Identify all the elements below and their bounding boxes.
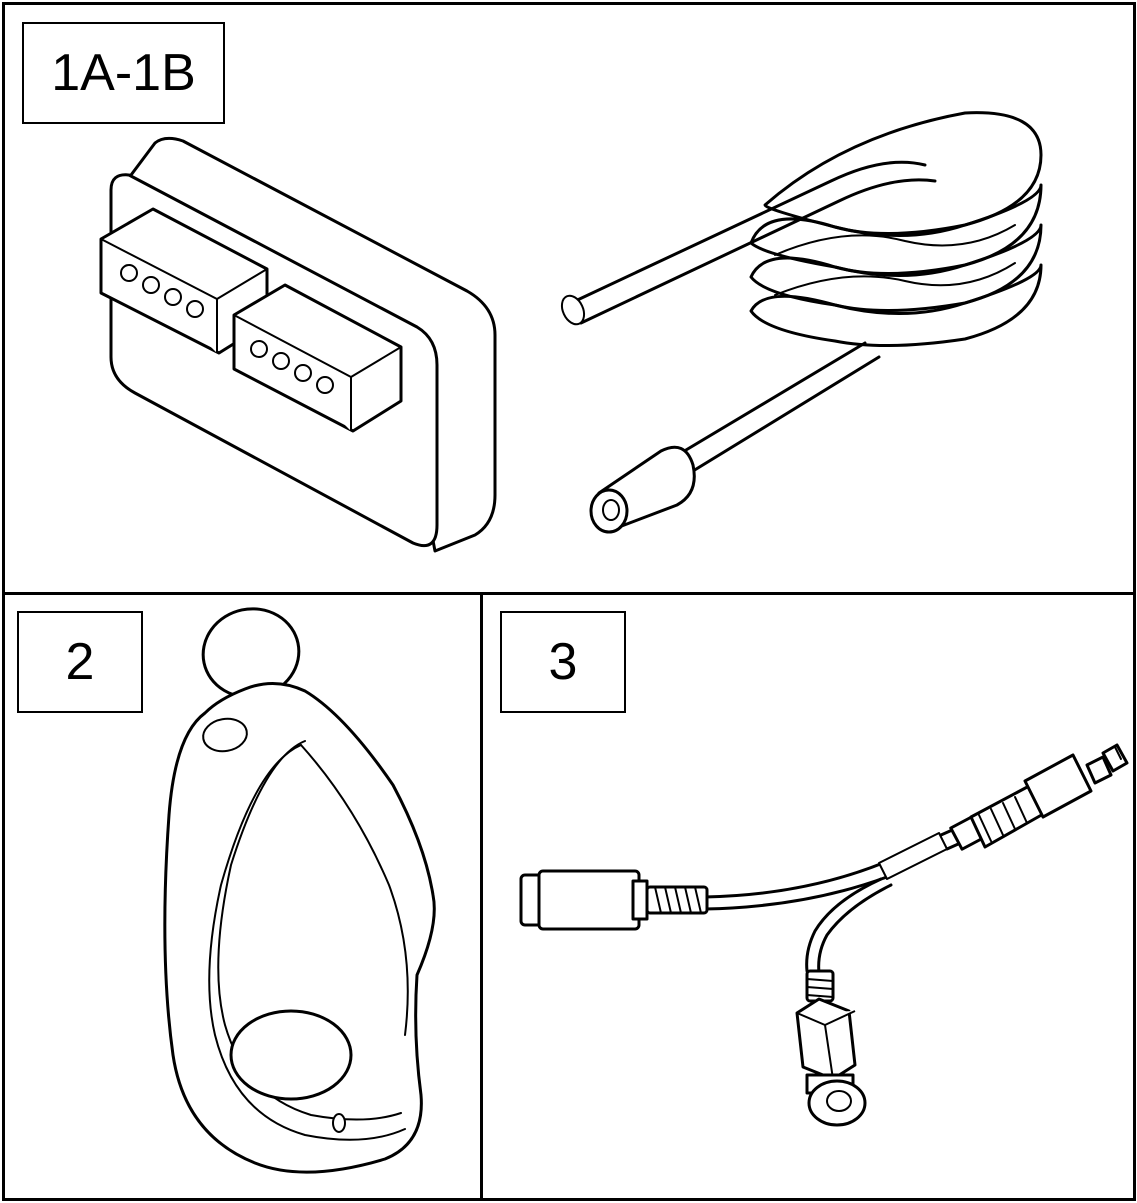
panel-label-2-text: 2 bbox=[65, 633, 95, 691]
panel-label-1a-1b-text: 1A-1B bbox=[51, 44, 196, 102]
panel-3: 3 bbox=[480, 592, 1136, 1201]
key-fob-icon bbox=[163, 607, 436, 1174]
panel-2: 2 bbox=[2, 592, 483, 1201]
panel-1a-1b: 1A-1B bbox=[2, 2, 1136, 595]
panel-1a-1b-drawing bbox=[99, 111, 1043, 553]
panel-label-3: 3 bbox=[500, 611, 626, 713]
control-module-icon bbox=[99, 136, 497, 553]
y-splitter-cable-icon bbox=[519, 743, 1129, 1127]
panel-label-2: 2 bbox=[17, 611, 143, 713]
panel-2-drawing bbox=[163, 607, 436, 1174]
coiled-cable-icon bbox=[560, 111, 1043, 534]
panel-label-1a-1b: 1A-1B bbox=[22, 22, 225, 124]
panel-3-drawing bbox=[519, 743, 1129, 1127]
panel-label-3-text: 3 bbox=[548, 633, 578, 691]
